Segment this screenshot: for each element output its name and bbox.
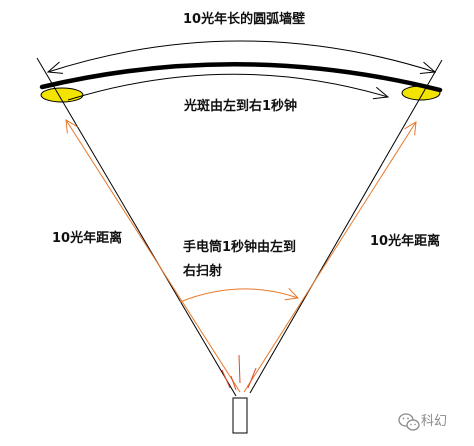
arc-wall	[39, 61, 443, 93]
right-distance-label: 10光年距离	[370, 234, 441, 249]
spot-motion-arrowhead	[372, 86, 390, 100]
ray-1	[221, 369, 231, 389]
flashlight-icon	[232, 397, 248, 434]
left-beam-line	[65, 119, 241, 393]
ray-2	[230, 375, 237, 391]
wall-length-arrowhead-left	[46, 61, 64, 74]
left-distance-label: 10光年距离	[52, 231, 123, 246]
sweep-label-line2: 右扫射	[183, 264, 223, 279]
right-distance-line	[249, 59, 443, 394]
left-distance-line	[36, 57, 237, 397]
sweep-label-line1: 手电筒1秒钟由左到	[183, 240, 297, 255]
right-beam-arrowhead	[404, 121, 417, 136]
wall-length-arrow	[47, 40, 436, 73]
right-beam-line	[243, 121, 417, 393]
spot-motion-arrow	[67, 73, 389, 101]
wall-label: 10光年长的圆弧墙壁	[183, 12, 306, 27]
sweep-arrowhead	[284, 288, 300, 301]
left-beam-arrowhead	[65, 119, 78, 134]
watermark-text: 科幻	[421, 414, 448, 429]
sweep-arrow	[179, 288, 299, 303]
flashlight-rays	[221, 354, 257, 391]
spot-motion-label: 光斑由左到右1秒钟	[184, 99, 298, 114]
ray-3	[238, 354, 241, 384]
wechat-icon	[398, 413, 420, 431]
ray-4	[247, 367, 257, 389]
